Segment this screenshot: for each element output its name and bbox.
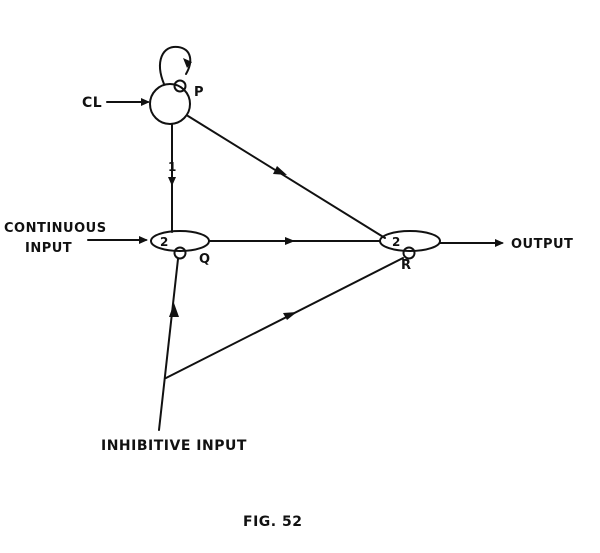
q-to-r-arrowhead [285, 237, 295, 245]
inhibitory-synapse-r [402, 246, 416, 260]
neuron-r-threshold: 2 [392, 235, 401, 249]
neuron-r [379, 230, 441, 252]
figure-caption: FIG. 52 [243, 514, 302, 530]
neuron-r-label: R [401, 258, 412, 273]
p-to-q-weight: 1 [168, 160, 177, 174]
p-to-r-arrowhead [273, 166, 287, 175]
inhibitory-synapse-p [173, 79, 187, 93]
output-arrowhead [495, 239, 504, 247]
inhibitive-label: INHIBITIVE INPUT [101, 438, 247, 454]
p-to-q-arrowhead [168, 177, 176, 186]
cl-arrowhead [141, 98, 150, 106]
inhibitive-to-q-arrowhead [169, 303, 179, 317]
inhibitive-to-r-line [165, 257, 404, 379]
p-to-r-line [187, 115, 386, 239]
continuous-label-line2: INPUT [25, 241, 72, 256]
neuron-p-label: P [194, 85, 204, 100]
inhibitive-to-q-line [158, 258, 179, 431]
neuron-q-threshold: 2 [160, 235, 169, 249]
inhibitive-to-r-arrowhead [283, 312, 297, 320]
continuous-label-line1: CONTINUOUS [4, 221, 107, 236]
neuron-p [149, 83, 191, 125]
neuron-q-label: Q [199, 252, 211, 267]
cl-label: CL [82, 95, 102, 111]
continuous-arrowhead [139, 236, 148, 244]
inhibitory-synapse-q [173, 246, 187, 260]
self-loop-arrowhead [183, 58, 192, 68]
self-loop-p [159, 45, 192, 85]
output-label: OUTPUT [511, 237, 573, 252]
